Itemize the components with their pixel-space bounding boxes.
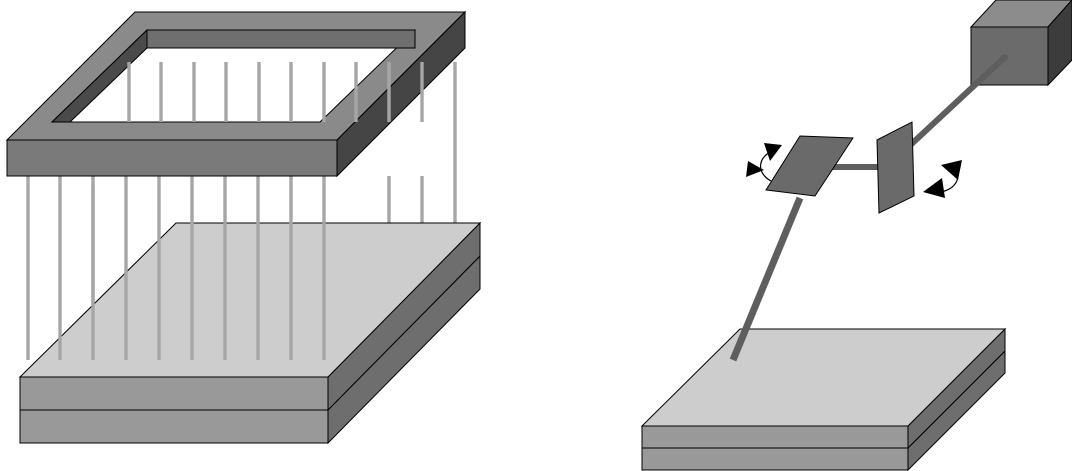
mirror-left: [765, 135, 854, 197]
left-plate-top-front: [19, 376, 329, 411]
frame-side-face: [336, 10, 466, 178]
right-panel: [640, 0, 1072, 471]
frame-front-face: [6, 139, 338, 177]
rotation-arrowhead-upper-left: [764, 143, 782, 161]
left-panel: [5, 10, 482, 445]
left-plate: [18, 221, 482, 445]
vertical-pins-through-opening: [127, 62, 424, 122]
rotation-arrows-right: [923, 160, 962, 198]
frame-inner-left-wall: [50, 28, 148, 123]
left-plate-top-surface: [18, 222, 482, 378]
rotation-arrowhead-lower-left: [746, 161, 764, 177]
rotation-arrows-left: [746, 143, 782, 182]
right-plate: [640, 327, 1007, 471]
rotation-arrowhead-lower-right: [923, 178, 945, 198]
rectangular-frame: [5, 10, 467, 178]
right-plate-top-front: [641, 425, 909, 449]
beam-mirror-to-plate: [729, 196, 804, 362]
right-plate-bottom-front: [641, 447, 909, 471]
frame-inner-back-wall: [146, 29, 416, 49]
vertical-pins-front: [26, 176, 326, 360]
rotation-arrowhead-upper-right: [941, 160, 962, 180]
left-plate-bottom-front: [19, 409, 329, 444]
light-source-box: [969, 0, 1072, 87]
box-side-face: [1047, 0, 1072, 87]
beam-source-to-mirror: [902, 54, 1008, 153]
mirror-right: [876, 121, 915, 214]
